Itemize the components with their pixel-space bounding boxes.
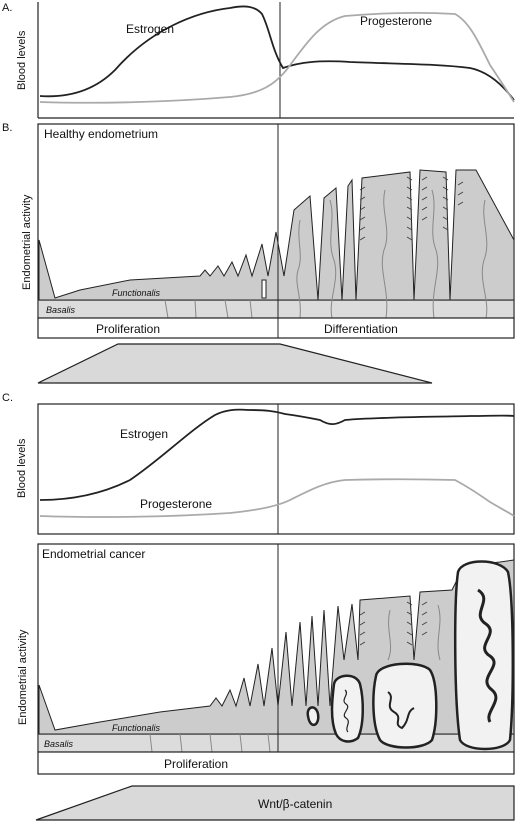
basalis-label-c: Basalis <box>44 739 74 749</box>
progesterone-curve-c <box>39 478 515 518</box>
panel-b-title: Healthy endometrium <box>44 127 158 141</box>
panel-c-blood-box <box>37 403 515 535</box>
phase-c: Proliferation <box>164 757 228 771</box>
panel-c-title: Endometrial cancer <box>42 547 145 561</box>
secretory-hooks-b <box>359 176 464 241</box>
panel-b-letter: B. <box>2 122 12 134</box>
functionalis-label-b: Functionalis <box>112 288 161 298</box>
panel-c-ylabel-top: Blood levels <box>16 438 28 498</box>
gland-loops-b <box>261 279 267 299</box>
glands-b <box>164 189 488 319</box>
basalis-band-b <box>39 300 513 317</box>
functionalis-label-c: Functionalis <box>112 723 161 733</box>
functionalis-tissue-b <box>38 169 515 301</box>
panel-a-box <box>37 2 514 119</box>
panel-a-letter: A. <box>2 2 12 14</box>
panel-a-ylabel: Blood levels <box>16 30 28 90</box>
estrogen-label-a: Estrogen <box>126 22 174 36</box>
progesterone-label-a: Progesterone <box>360 14 432 28</box>
trapezoid-b <box>37 343 433 384</box>
wnt-wedge <box>35 785 515 821</box>
estrogen-curve-a <box>39 5 515 101</box>
secretory-hooks-c <box>359 601 428 646</box>
estrogen-curve-c <box>39 408 515 501</box>
panel-b-ylabel: Endometrial activity <box>21 194 33 290</box>
progesterone-label-c: Progesterone <box>140 497 212 511</box>
phase-right-b: Differentiation <box>324 322 398 336</box>
tumor-squiggles-c <box>343 588 498 733</box>
panel-c-ylabel-bottom: Endometrial activity <box>17 629 29 725</box>
glands-c <box>149 604 441 753</box>
wnt-wedge-label: Wnt/β-catenin <box>258 797 332 811</box>
estrogen-label-c: Estrogen <box>120 427 168 441</box>
basalis-label-b: Basalis <box>46 305 76 315</box>
phase-left-b: Proliferation <box>96 322 160 336</box>
panel-c-letter: C. <box>2 392 13 404</box>
tumor-masses-c <box>306 560 515 751</box>
progesterone-curve-a <box>39 12 515 104</box>
phase-bar-b <box>37 317 515 339</box>
basalis-band-c <box>39 734 513 751</box>
phase-bar-c <box>37 751 515 775</box>
